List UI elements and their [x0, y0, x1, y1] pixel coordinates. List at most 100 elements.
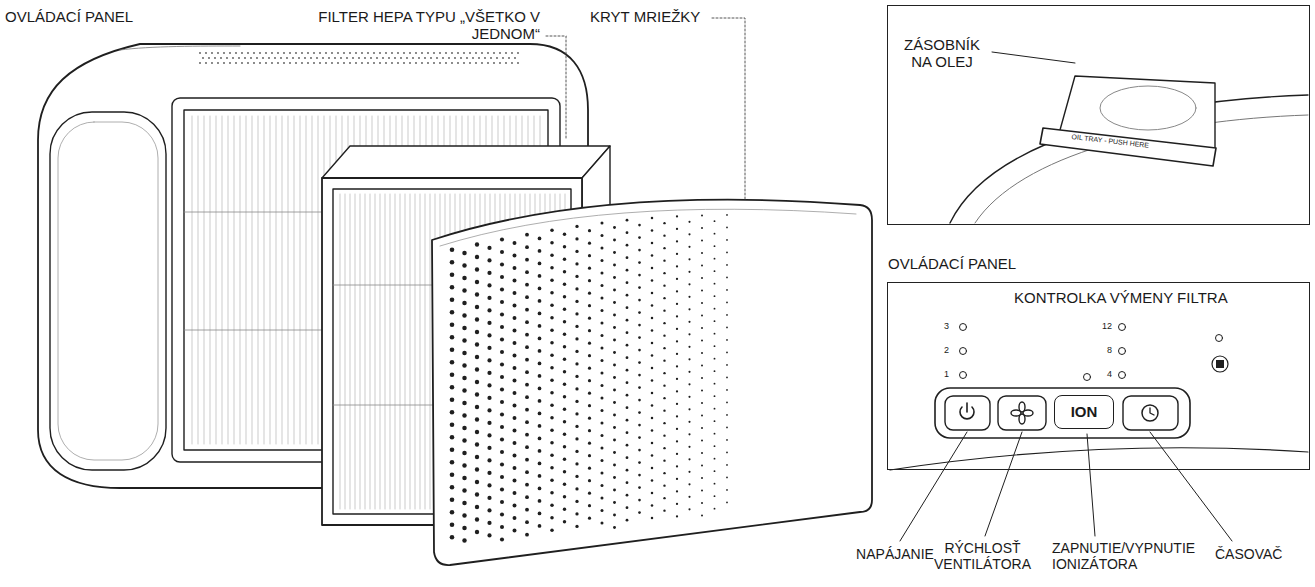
- grill-holes: [688, 508, 690, 510]
- control-panel-dots: [484, 57, 486, 59]
- grill-holes: [714, 320, 716, 322]
- grill-holes: [600, 234, 603, 237]
- grill-holes: [688, 233, 690, 235]
- grill-holes: [525, 233, 529, 237]
- grill-holes: [588, 504, 591, 507]
- grill-holes: [513, 366, 517, 370]
- control-panel-dots: [421, 52, 423, 54]
- grill-holes: [538, 474, 542, 478]
- grill-holes: [550, 516, 554, 520]
- grill-holes: [714, 445, 716, 447]
- grill-holes: [462, 438, 466, 442]
- speed-number: 2: [944, 345, 949, 355]
- grill-holes: [462, 538, 466, 542]
- hepa-pleats: [365, 194, 366, 509]
- grill-holes: [588, 454, 591, 457]
- grill-holes: [638, 374, 641, 377]
- indicator-led: [1084, 374, 1091, 381]
- grill-holes: [475, 517, 479, 521]
- grill-holes: [538, 399, 542, 403]
- grill-holes: [588, 492, 591, 495]
- control-panel-dots: [286, 57, 288, 59]
- hepa-pleats: [318, 116, 319, 444]
- control-panel-dots: [301, 62, 303, 64]
- hepa-pleats: [246, 116, 247, 444]
- grill-holes: [487, 408, 491, 412]
- grill-holes: [450, 372, 455, 377]
- button-label: ČASOVAČ: [1215, 546, 1282, 562]
- grill-holes: [563, 358, 566, 361]
- grill-holes: [588, 404, 591, 407]
- grill-holes: [450, 285, 455, 290]
- button-group: [935, 388, 1190, 438]
- grill-holes: [450, 410, 455, 415]
- grill-holes: [714, 408, 716, 410]
- control-panel-dots: [469, 52, 471, 54]
- grill-holes: [726, 389, 728, 391]
- grill-holes: [613, 464, 616, 467]
- control-panel-dots: [355, 52, 357, 54]
- grill-holes: [626, 256, 629, 259]
- grill-holes: [726, 427, 728, 429]
- control-panel-dots: [415, 62, 417, 64]
- product-illustration: [38, 18, 1308, 565]
- control-panel-dots: [343, 52, 345, 54]
- grill-holes: [487, 483, 491, 487]
- grill-holes: [513, 379, 517, 383]
- control-panel-dots: [439, 52, 441, 54]
- grill-holes: [500, 325, 504, 329]
- control-panel-dots: [424, 57, 426, 59]
- grill-holes: [726, 239, 728, 241]
- grill-holes: [638, 511, 641, 514]
- control-panel-dots: [283, 52, 285, 54]
- grill-holes: [701, 364, 703, 366]
- grill-holes: [525, 333, 529, 337]
- grill-holes: [575, 462, 578, 465]
- hepa-pleats: [415, 194, 416, 509]
- control-panel-dots: [256, 57, 258, 59]
- grill-holes: [575, 250, 578, 253]
- grill-holes: [676, 515, 678, 517]
- hepa-pleats: [282, 116, 283, 444]
- grill-holes: [613, 376, 616, 379]
- grill-holes: [651, 342, 654, 345]
- grill-holes: [500, 487, 504, 491]
- hepa-pleats: [294, 116, 295, 444]
- grill-holes: [651, 417, 654, 420]
- grill-holes: [500, 312, 504, 316]
- leader-line: [1087, 434, 1095, 536]
- grill-holes: [450, 522, 455, 527]
- grill-holes: [462, 388, 466, 392]
- control-panel-dots: [385, 62, 387, 64]
- grill-holes: [525, 345, 529, 349]
- hepa-pleats: [390, 194, 391, 509]
- control-panel-dots: [253, 52, 255, 54]
- grill-holes: [714, 233, 716, 235]
- grill-holes: [676, 290, 678, 292]
- grill-holes: [487, 471, 491, 475]
- control-panel-dots: [421, 62, 423, 64]
- grill-holes: [688, 283, 690, 285]
- hepa-pleats: [350, 194, 351, 509]
- grill-holes: [575, 325, 578, 328]
- grill-holes: [600, 447, 603, 450]
- grill-holes: [588, 479, 591, 482]
- grill-holes: [600, 372, 603, 375]
- control-panel-dots: [319, 62, 321, 64]
- indicator-led: [1119, 348, 1126, 355]
- grill-holes: [663, 447, 665, 449]
- control-panel-dots: [517, 52, 519, 54]
- grill-holes: [688, 408, 690, 410]
- grill-holes: [563, 520, 566, 523]
- grill-holes: [676, 240, 678, 242]
- grill-holes: [676, 478, 678, 480]
- control-panel-dots: [511, 52, 513, 54]
- control-panel-drawing: [890, 324, 1308, 542]
- grill-holes: [513, 304, 517, 308]
- grill-holes: [638, 361, 641, 364]
- control-panel-dots: [364, 57, 366, 59]
- control-panel-dots: [403, 52, 405, 54]
- control-panel-dots: [205, 62, 207, 64]
- grill-holes: [600, 522, 603, 525]
- grill-holes: [651, 367, 654, 370]
